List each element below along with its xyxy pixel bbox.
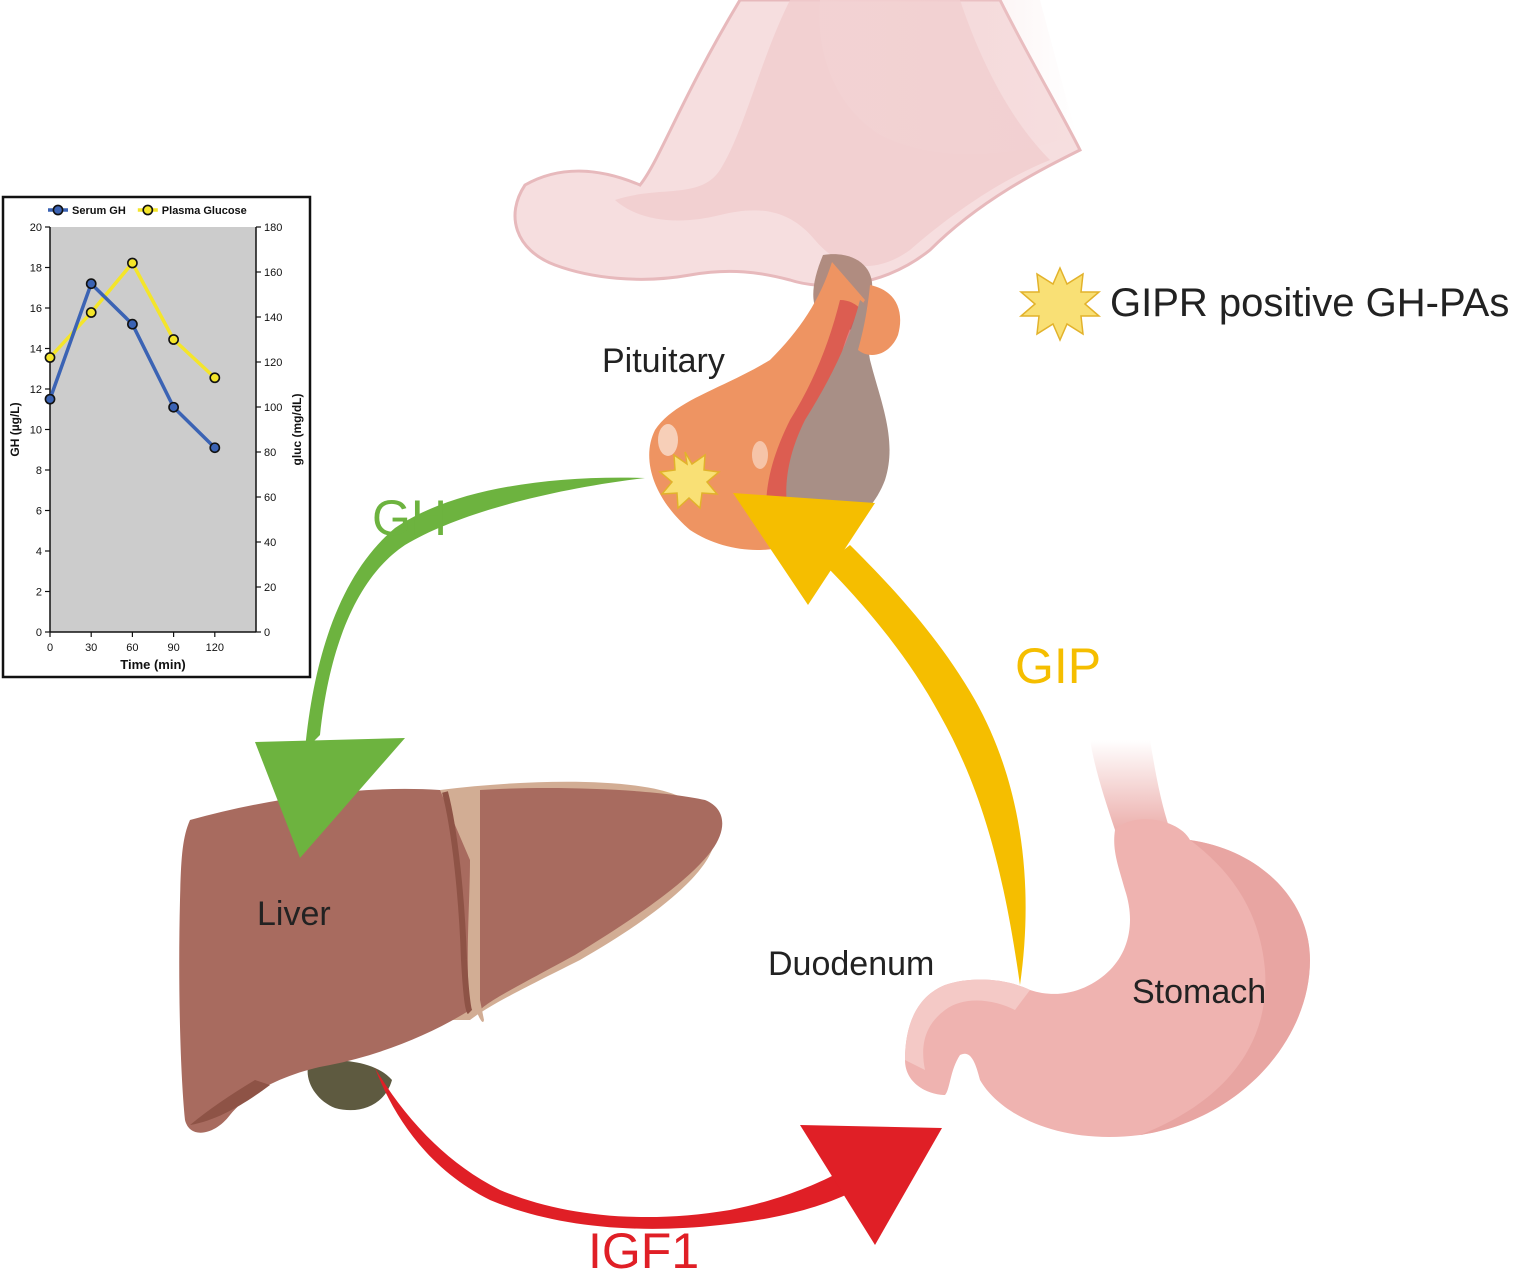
chart-y-tick-label: 8 [36,465,42,477]
chart-y2-tick-label: 180 [264,222,282,234]
series-point-serum-gh [168,401,179,413]
series-point-serum-gh [209,442,221,454]
label-stomach: Stomach [1132,973,1266,1011]
legend-text: GIPR positive GH-PAs [1110,281,1509,325]
chart-y-axis-label: GH (µg/L) [8,402,22,456]
series-point-plasma-glucose [209,372,221,384]
series-point-serum-gh [85,278,97,290]
chart-y-tick-label: 4 [36,546,42,558]
igf1-arrow [375,1068,942,1245]
legend-starburst-icon [1018,266,1102,342]
series-point-plasma-glucose [44,352,56,363]
chart-x-tick-label: 90 [167,642,179,654]
stomach-duodenum-illustration [905,740,1310,1137]
chart-x-axis-label: Time (min) [120,657,186,672]
label-gh: GH [372,490,447,546]
label-duodenum: Duodenum [768,945,934,983]
legend-entry-serum-gh: Serum GH [72,205,126,217]
chart-y2-axis-label: gluc (mg/dL) [290,394,304,466]
chart-y2-tick-label: 160 [264,267,282,279]
series-point-plasma-glucose [85,307,97,318]
legend-entry-plasma-glucose: Plasma Glucose [162,205,247,217]
chart-y2-tick-label: 140 [264,312,282,324]
chart-y-tick-label: 12 [30,384,42,396]
chart-y-tick-label: 20 [30,222,42,234]
label-gip: GIP [1015,638,1101,694]
series-point-plasma-glucose [168,334,179,345]
chart-y-tick-label: 14 [30,344,42,356]
chart-plot-area [50,227,256,632]
label-igf1: IGF1 [588,1223,699,1275]
chart-y-tick-label: 0 [36,627,42,639]
inset-chart: 0 2 4 6 8 10 12 14 16 18 20 0 20 40 60 80 100 120 140 160 18… [1,195,312,679]
label-liver: Liver [257,895,331,933]
hypothalamus-illustration [513,0,1083,288]
chart-y-tick-label: 6 [36,506,42,518]
chart-x-tick-label: 30 [85,642,97,654]
chart-y-tick-label: 2 [36,587,42,599]
label-pituitary: Pituitary [602,342,725,380]
chart-y2-tick-label: 60 [264,492,276,504]
chart-y2-tick-label: 100 [264,402,282,414]
chart-y-tick-label: 18 [30,263,42,275]
chart-y2-tick-label: 120 [264,357,282,369]
series-point-serum-gh [44,393,56,405]
chart-x-tick-label: 60 [126,642,138,654]
gh-arrow [255,477,645,858]
chart-marks: 0 2 4 6 8 10 12 14 16 18 20 0 20 40 60 80 100 120 140 160 18… [8,204,304,672]
chart-y2-tick-label: 0 [264,627,270,639]
legend-gipr: GIPR positive GH-PAs [1018,266,1509,342]
chart-y-tick-label: 10 [30,425,42,437]
chart-y2-tick-label: 80 [264,447,276,459]
chart-y2-tick-label: 20 [264,582,276,594]
series-point-plasma-glucose [126,257,138,269]
legend-swatch-marker-serum-gh [52,204,64,216]
legend-swatch-marker-plasma-glucose [142,204,154,216]
chart-y2-tick-label: 40 [264,537,276,549]
pituitary-starburst-icon [658,451,721,510]
chart-y-tick-label: 16 [30,303,42,315]
series-point-serum-gh [126,318,138,330]
liver-illustration [179,781,723,1133]
chart-x-tick-label: 0 [47,642,53,654]
gip-arrow [733,493,1026,985]
chart-x-tick-label: 120 [206,642,224,654]
